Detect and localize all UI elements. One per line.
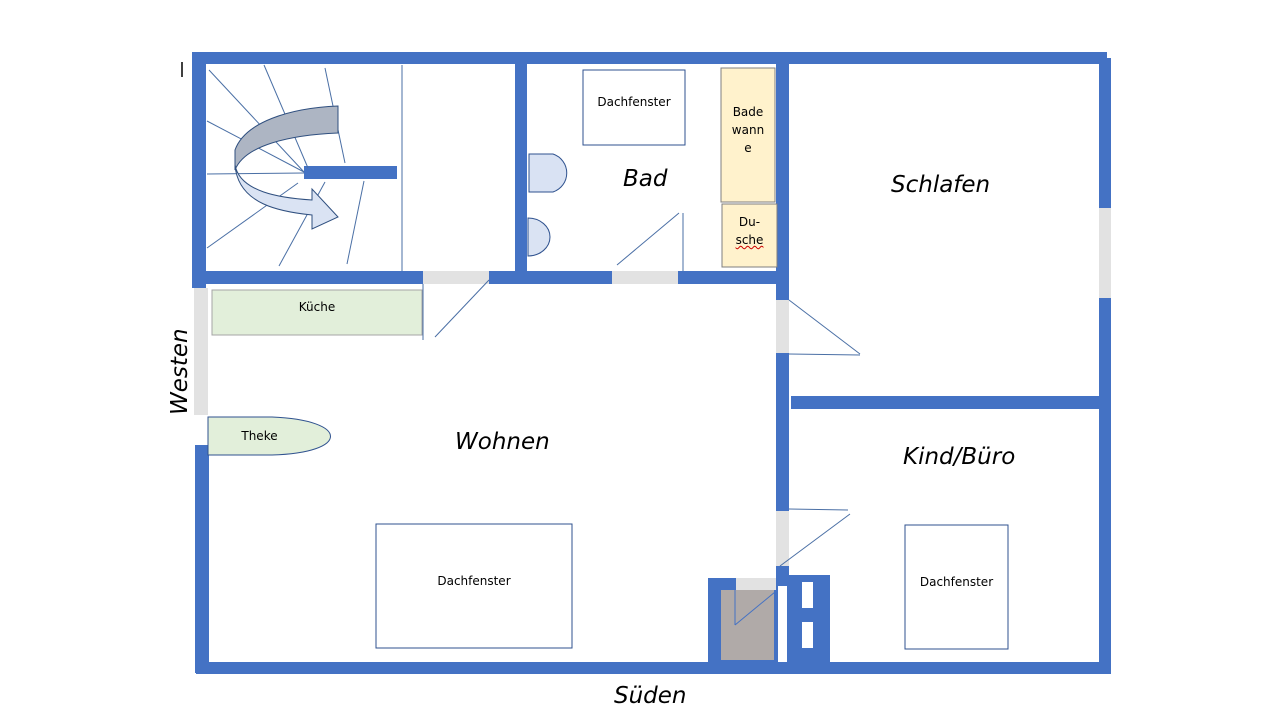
sink-icon <box>527 217 551 257</box>
shaft <box>721 590 774 660</box>
compass-south-label: Süden <box>614 683 687 709</box>
compass-west-label: Westen <box>167 328 193 415</box>
stair-arrow-back <box>234 105 339 171</box>
bathtub-label: Bade wann e <box>721 103 775 157</box>
skylight-label-bad: Dachfenster <box>597 95 671 109</box>
room-label-kind-buero: Kind/Büro <box>903 444 1016 470</box>
chimney-slot <box>802 622 813 648</box>
skylight-label-kind: Dachfenster <box>919 575 994 589</box>
room-label-schlafen: Schlafen <box>891 172 991 198</box>
counter-label: Theke <box>241 429 278 443</box>
kitchen-label: Küche <box>298 300 336 314</box>
stair-lines <box>206 64 403 271</box>
shower-label-line: Du- <box>738 215 761 229</box>
room-label-bad: Bad <box>623 166 668 192</box>
bathtub-label-line: wann <box>731 123 765 137</box>
bathtub-label-line: e <box>744 141 752 155</box>
chimney-slot <box>802 582 813 608</box>
stair-arrow-front <box>234 164 339 230</box>
shower-label: Du- sche <box>722 213 777 249</box>
door-gaps <box>194 208 1111 590</box>
toilet-icon <box>528 153 568 193</box>
room-label-wohnen: Wohnen <box>455 429 550 455</box>
shower-label-line: sche <box>735 233 764 247</box>
walls <box>192 52 1111 674</box>
bathtub-label-line: Bade <box>732 105 764 119</box>
skylight-label-wohnen: Dachfenster <box>437 574 511 588</box>
